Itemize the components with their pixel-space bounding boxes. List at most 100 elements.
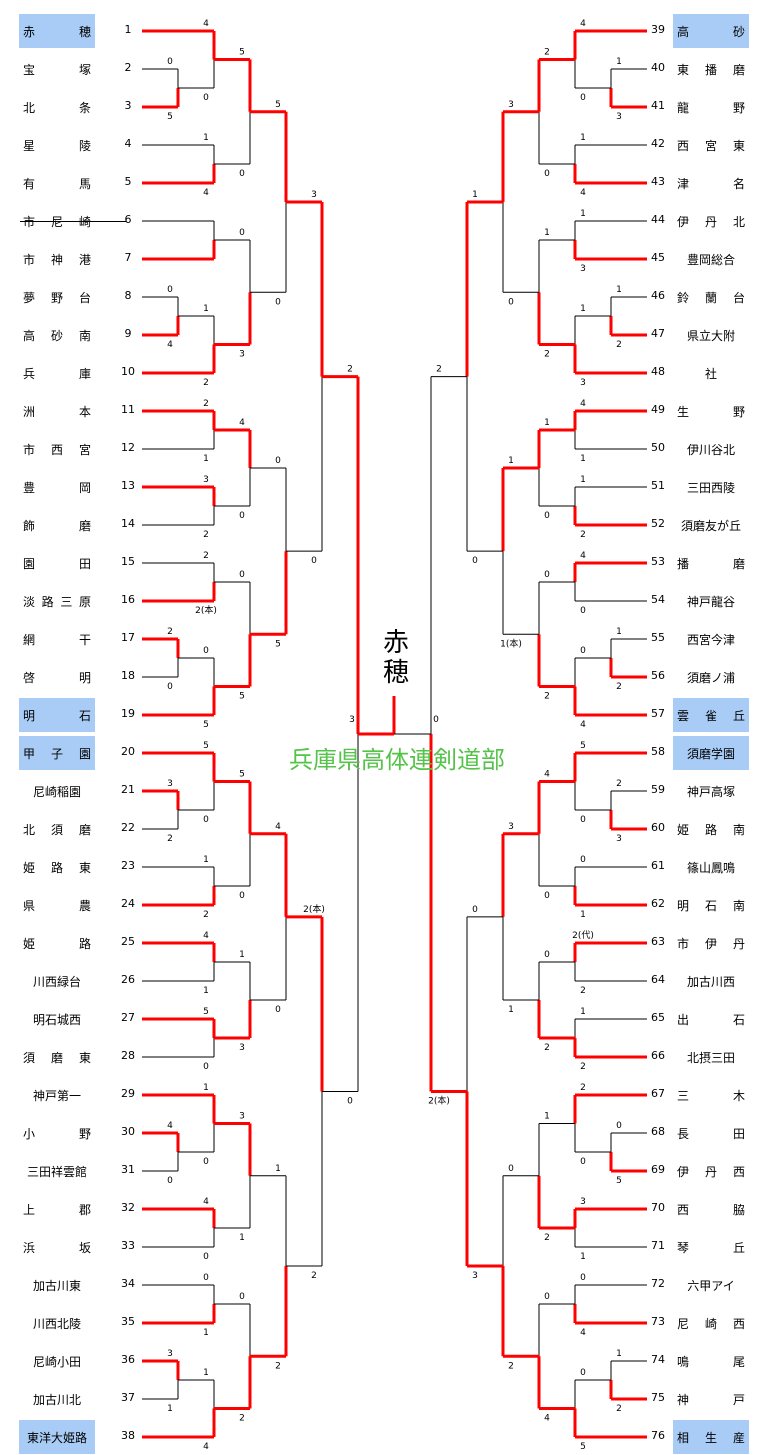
team-name-char: 磨 [732, 556, 745, 571]
team-name-char: 播 [677, 556, 690, 571]
team-number: 74 [651, 1353, 665, 1366]
score-label: 0 [167, 682, 173, 692]
team-name-char: 磨 [50, 1050, 63, 1065]
team-name: 播磨 [673, 546, 749, 580]
score-label: 2 [616, 779, 622, 789]
score-label: 0 [544, 570, 550, 580]
team-name-char: 津 [677, 176, 690, 191]
score-label: 0 [580, 1157, 586, 1167]
score-label: 5 [580, 741, 586, 751]
score-label: 4 [167, 1121, 173, 1131]
score-label: 1 [580, 1007, 586, 1017]
score-label: 3 [580, 378, 586, 388]
team-number: 71 [651, 1239, 665, 1252]
team-name: 明石南 [673, 888, 749, 922]
team-name: 夢野台 [19, 280, 95, 314]
team-name-char: 星 [23, 138, 36, 153]
score-label: 4 [203, 19, 209, 29]
score-label: 2 [203, 378, 209, 388]
team-name-char: 甲 [23, 746, 36, 761]
score-label: 4 [203, 931, 209, 941]
final-score-left: 3 [349, 715, 355, 725]
team-name: 淡路三原 [19, 584, 95, 618]
team-name-char: 西 [677, 1202, 690, 1217]
team-number: 27 [121, 1011, 135, 1024]
team-number: 52 [651, 517, 665, 530]
score-label: 1 [203, 1368, 209, 1378]
score-label: 2 [167, 627, 173, 637]
team-name-char: 路 [704, 822, 717, 837]
team-name: 神戸 [673, 1382, 749, 1416]
score-label: 1 [275, 1164, 281, 1174]
team-name: 甲子園 [19, 736, 95, 770]
team-name-char: 磨 [78, 518, 91, 533]
score-label: 0 [472, 905, 478, 915]
team-name: 県立大附 [673, 318, 749, 352]
team-number: 3 [124, 99, 132, 112]
team-name-char: 県立大附 [686, 328, 735, 343]
team-number: 68 [651, 1125, 665, 1138]
team-name: 県農 [19, 888, 95, 922]
score-label: 1 [580, 133, 586, 143]
score-label: 0 [544, 891, 550, 901]
score-label: 3 [508, 100, 514, 110]
team-name-char: 川西緑台 [32, 974, 81, 989]
team-name-char: 尼 [677, 1316, 690, 1331]
score-label: 2 [347, 365, 353, 375]
score-label: 0 [239, 570, 245, 580]
team-name-char: 雀 [704, 708, 717, 723]
team-name: 市伊丹 [673, 926, 749, 960]
team-name: 龍野 [673, 90, 749, 124]
score-label: 1 [580, 454, 586, 464]
team-name-char: 陵 [78, 138, 91, 153]
team-number: 63 [651, 935, 665, 948]
team-name: 高砂南 [19, 318, 95, 352]
team-name-char: 伊 [677, 1164, 690, 1179]
score-label: 1 [580, 304, 586, 314]
team-number: 75 [651, 1391, 665, 1404]
team-number: 24 [121, 897, 135, 910]
score-label: 0 [239, 228, 245, 238]
score-label: 0 [347, 1096, 353, 1106]
team-number: 41 [651, 99, 665, 112]
team-number: 11 [121, 403, 135, 416]
score-label: 5 [580, 1442, 586, 1452]
team-name-char: 啓 [23, 670, 36, 685]
team-name: 須磨友が丘 [673, 508, 749, 542]
score-label: 1 [616, 627, 622, 637]
score-label: 2(本) [428, 1094, 450, 1106]
score-label: 0 [239, 891, 245, 901]
score-label: 3 [167, 1349, 173, 1359]
score-label: 2 [203, 910, 209, 920]
score-label: 4 [203, 1197, 209, 1207]
team-number: 19 [121, 707, 135, 720]
score-label: 2 [203, 551, 209, 561]
team-number: 4 [124, 137, 132, 150]
team-name-char: 篠山鳳鳴 [686, 860, 735, 875]
score-label: 2 [544, 692, 550, 702]
team-number: 48 [651, 365, 665, 378]
team-number: 5 [124, 175, 132, 188]
score-label: 2 [203, 399, 209, 409]
team-name-char: 姫 [677, 822, 690, 837]
team-number: 40 [651, 61, 665, 74]
team-name-char: 野 [78, 1126, 91, 1141]
team-name-char: 産 [732, 1430, 745, 1445]
score-label: 4 [239, 418, 245, 428]
team-name-char: 木 [732, 1088, 745, 1103]
team-name-char: 尼崎稲園 [32, 784, 81, 799]
team-number: 38 [121, 1429, 135, 1442]
team-name-char: 馬 [78, 176, 91, 191]
team-name-char: 東 [677, 62, 690, 77]
score-label: 4 [167, 340, 173, 350]
team-name: 須磨東 [19, 1040, 95, 1074]
score-label: 2 [580, 1083, 586, 1093]
team-name-char: 園 [78, 746, 91, 761]
team-name-char: 社 [704, 366, 717, 381]
team-name-char: 神戸龍谷 [686, 594, 735, 609]
team-number: 43 [651, 175, 665, 188]
team-name-char: 田 [78, 556, 91, 571]
team-name-char: 北摂三田 [686, 1050, 735, 1065]
team-name-char: 伊 [677, 214, 690, 229]
score-label: 1 [239, 950, 245, 960]
